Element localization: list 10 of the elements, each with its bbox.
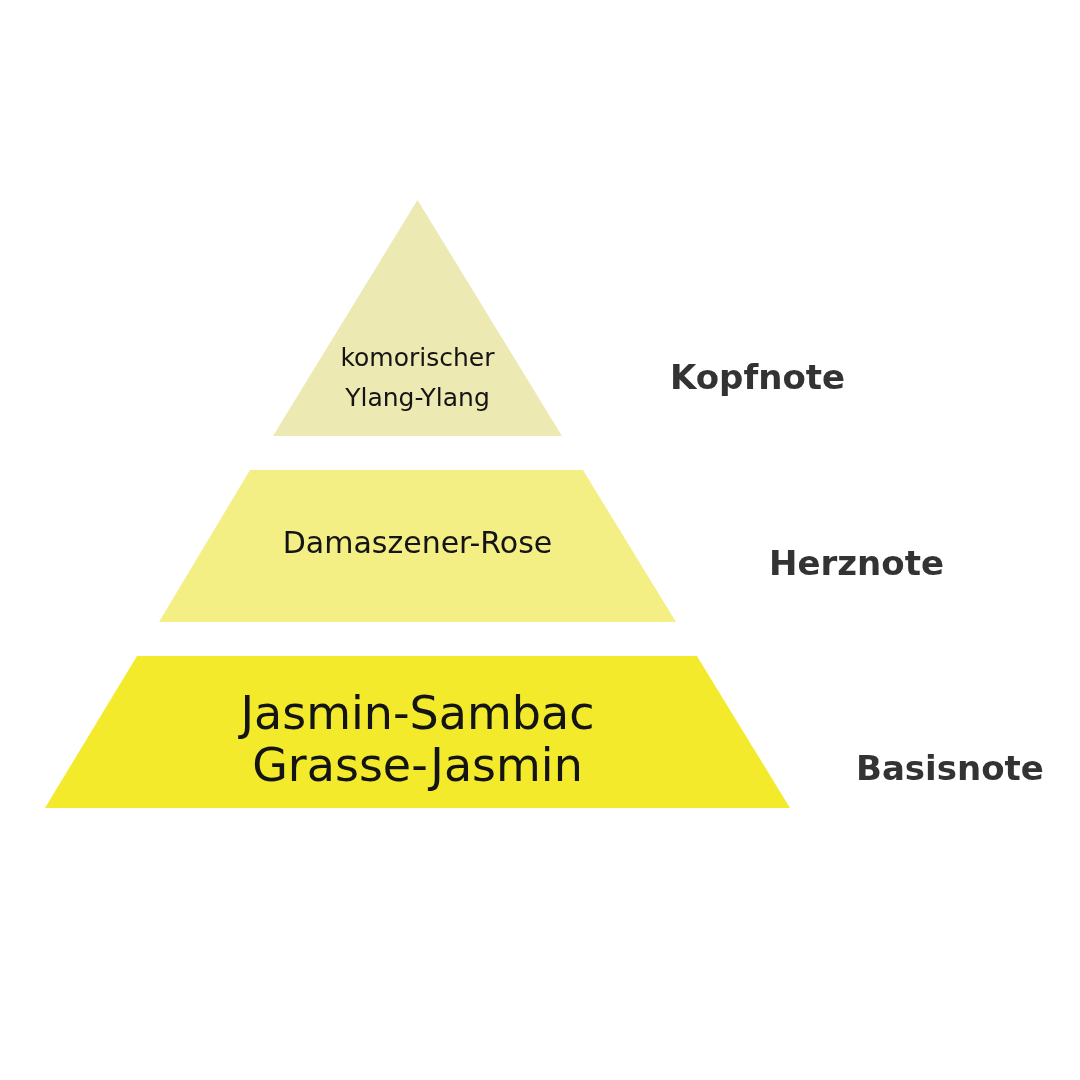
note-level-label: Kopfnote (670, 357, 846, 397)
note-level-label: Herznote (769, 543, 944, 583)
pyramid-middle-tier (159, 470, 676, 622)
pyramid-base-tier (45, 656, 790, 808)
fragrance-note-text: Damaszener-Rose (282, 525, 553, 561)
fragrance-note-text: Grasse-Jasmin (252, 739, 583, 791)
fragrance-note-text: komorischer Ylang-Ylang (339, 342, 496, 414)
note-level-label: Basisnote (856, 748, 1044, 788)
fragrance-note-text: Jasmin-Sambac (240, 687, 595, 739)
pyramid-top-triangle (273, 200, 562, 436)
